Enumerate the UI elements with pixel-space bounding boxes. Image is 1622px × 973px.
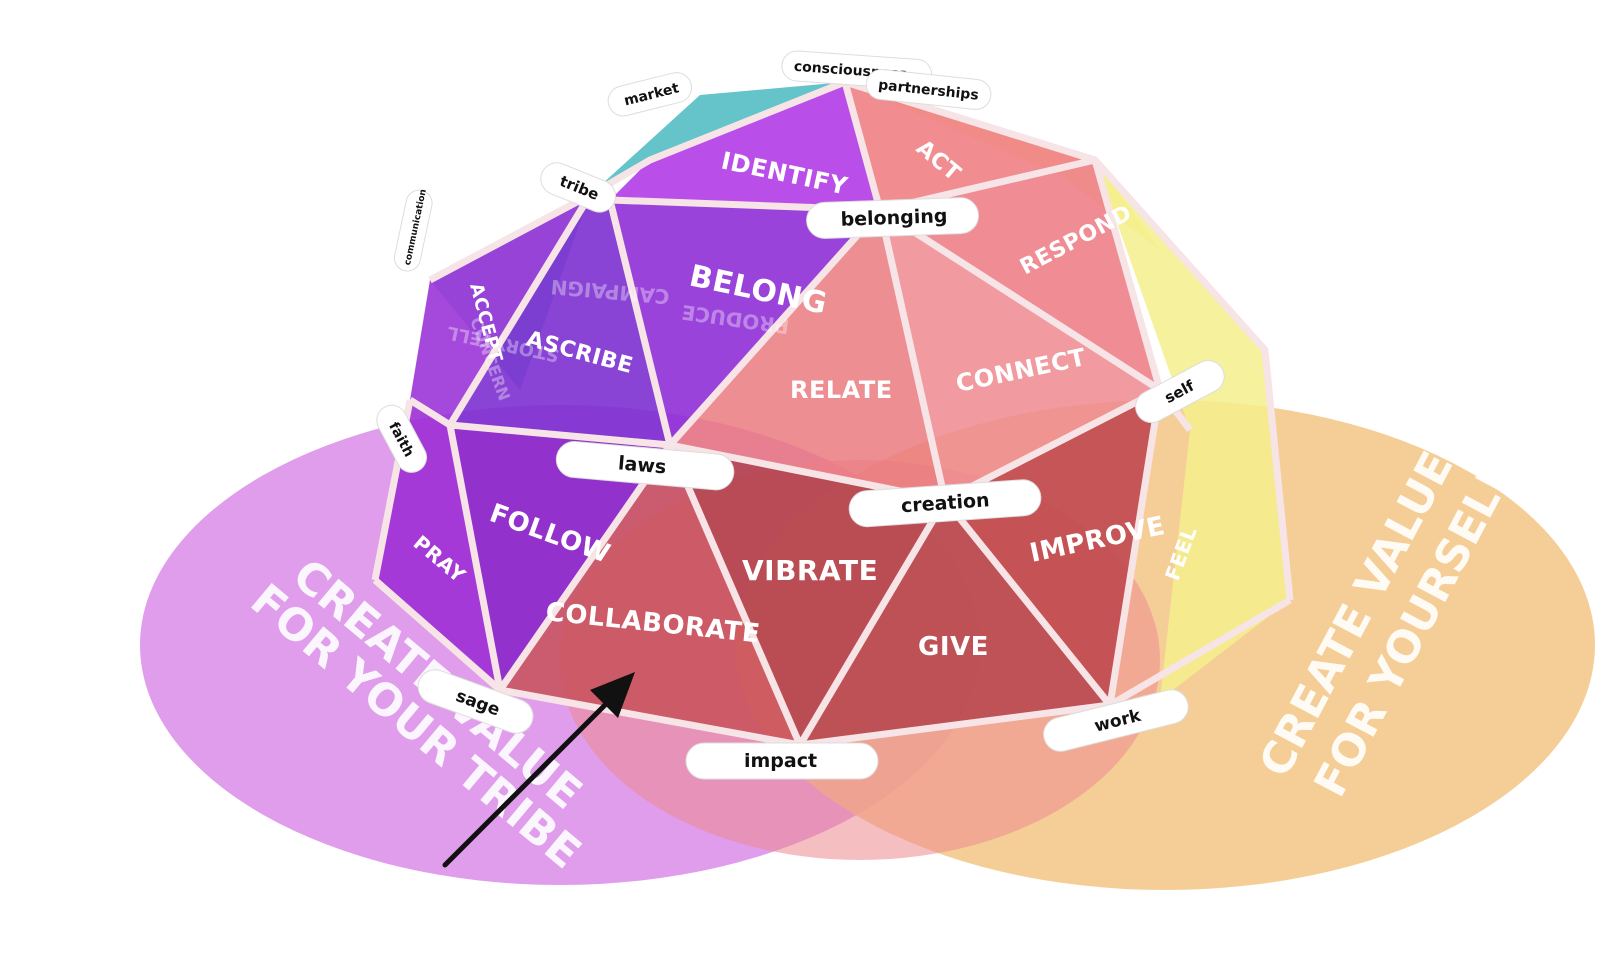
tag-sage: sage (417, 669, 534, 734)
pink-panel-improve (945, 390, 1160, 705)
purple-panel-pray (375, 400, 500, 690)
pink-panel-give (800, 500, 1110, 745)
tag-impact: impact (685, 742, 879, 780)
purple-panel-belong (610, 200, 880, 445)
tag-partnerships: partnerships (865, 68, 992, 110)
tag-market: market (607, 72, 693, 117)
pink-panel-collaborate (500, 445, 800, 745)
label-vibrate: VIBRATE (742, 554, 878, 587)
label-relate: RELATE (790, 376, 893, 404)
teal-panel-top (590, 82, 845, 195)
tag-belonging: belonging (806, 197, 980, 239)
tag-creation: creation (848, 479, 1042, 528)
yellow-panel-lower (1160, 350, 1290, 700)
svg-text:impact: impact (744, 750, 817, 772)
arrow-head (590, 672, 635, 718)
label-give: GIVE (918, 632, 989, 662)
svg-text:belonging: belonging (840, 205, 948, 231)
pointer-arrow (442, 672, 635, 868)
tag-pills: consciousness partnerships market tribe … (376, 50, 1225, 780)
tag-work: work (1043, 689, 1189, 752)
pink-panel-act (845, 82, 1095, 210)
pink-panel-connect (880, 210, 1160, 500)
yellow-panel-right (1095, 160, 1265, 430)
tag-laws: laws (555, 441, 735, 491)
purple-panel-identify (610, 82, 880, 210)
dome-panels (375, 82, 1290, 745)
pink-panel-relate (670, 210, 945, 500)
tag-tribe: tribe (540, 162, 616, 213)
purple-panel-accept (410, 195, 590, 425)
tag-self: self (1135, 360, 1225, 424)
purple-panel-follow (450, 425, 670, 690)
purple-panel-ascribe (450, 195, 670, 445)
tag-communication: communication (393, 188, 433, 272)
svg-text:laws: laws (617, 452, 667, 478)
